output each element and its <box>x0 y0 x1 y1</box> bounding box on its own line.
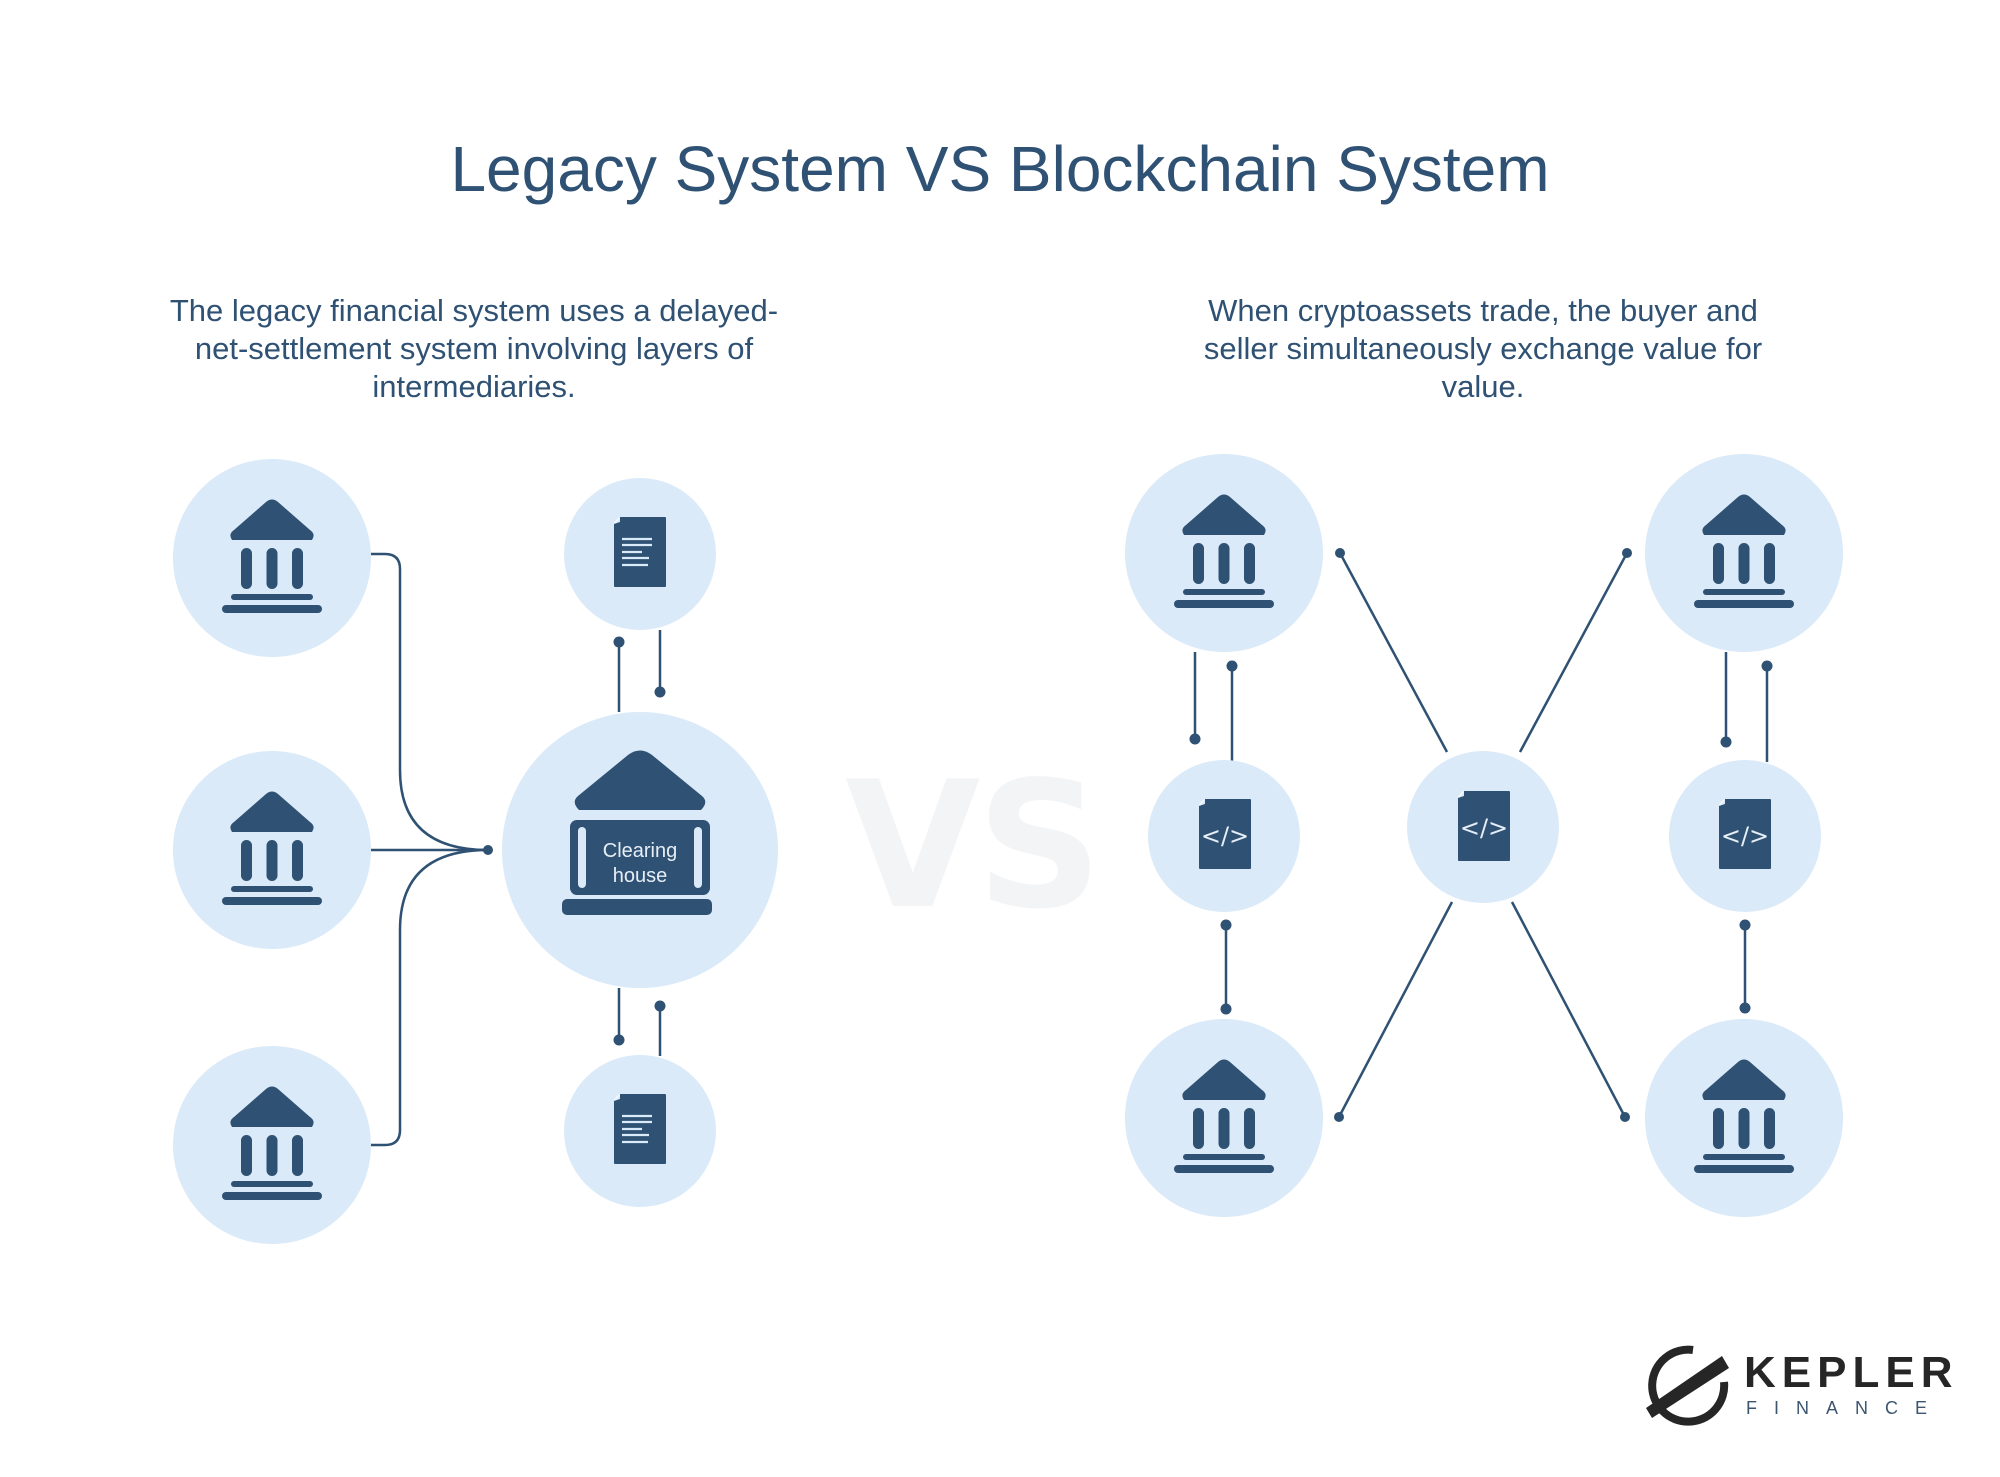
junction-dot <box>483 845 493 855</box>
blockchain-bank-node <box>1125 1019 1323 1217</box>
legacy-document-node <box>564 1055 716 1207</box>
connector-dot <box>1720 736 1732 748</box>
connector-cross-tr <box>1518 552 1629 753</box>
blockchain-description: When cryptoassets trade, the buyer and s… <box>1163 292 1803 406</box>
connector-dot <box>1220 919 1232 931</box>
connector-dot <box>1226 660 1238 672</box>
connector-dot <box>1739 1002 1751 1014</box>
smart-contract-node: </> <box>1407 751 1559 903</box>
connector-bank-3 <box>371 848 489 1147</box>
connector-dot <box>654 686 666 698</box>
vs-watermark: VS <box>845 745 1102 948</box>
legacy-bank-node <box>173 751 371 949</box>
document-lines <box>622 537 652 567</box>
legacy-connector-dots <box>483 636 666 1046</box>
connector-dot <box>1761 660 1773 672</box>
legacy-description: The legacy financial system uses a delay… <box>154 292 794 406</box>
page-title: Legacy System VS Blockchain System <box>450 133 1550 205</box>
smart-contract-node: </> <box>1148 760 1300 912</box>
logo-subtitle: FINANCE <box>1746 1398 1945 1418</box>
clearing-house-label-line: Clearing <box>603 840 677 862</box>
code-symbol: </> <box>1721 822 1769 850</box>
connector-dot <box>1620 1112 1630 1122</box>
kepler-finance-logo: KEPLER FINANCE <box>1636 1338 1952 1428</box>
smart-contract-node: </> <box>1669 760 1821 912</box>
kepler-logo-icon <box>1646 1345 1729 1426</box>
connector-dot <box>613 636 625 648</box>
connector-dot <box>1220 1003 1232 1015</box>
clearing-house-icon <box>562 750 712 915</box>
connector-dot <box>1189 733 1201 745</box>
connector-dot <box>1334 1112 1344 1122</box>
legacy-description-line: net-settlement system involving layers o… <box>194 331 754 366</box>
blockchain-description-line: value. <box>1441 369 1525 404</box>
blockchain-connector-dots <box>1189 548 1773 1122</box>
legacy-bank-node <box>173 1046 371 1244</box>
connector-cross-br <box>1510 901 1627 1118</box>
legacy-connectors <box>371 552 662 1147</box>
legacy-document-node <box>564 478 716 630</box>
code-symbol: </> <box>1460 814 1508 842</box>
blockchain-bank-node <box>1645 454 1843 652</box>
legacy-description-line: intermediaries. <box>372 369 576 404</box>
logo-name: KEPLER <box>1744 1348 1959 1397</box>
document-lines <box>622 1114 652 1144</box>
connector-dot <box>1739 919 1751 931</box>
clearing-house-node: Clearing house <box>502 712 778 988</box>
connector-dot <box>613 1034 625 1046</box>
legacy-description-line: The legacy financial system uses a delay… <box>169 293 779 328</box>
connector-dot <box>654 1000 666 1012</box>
connector-cross-tl <box>1338 552 1449 753</box>
blockchain-connectors <box>1193 552 1769 1118</box>
connector-bank-1 <box>371 552 489 852</box>
blockchain-bank-node <box>1125 454 1323 652</box>
code-symbol: </> <box>1201 822 1249 850</box>
blockchain-bank-node <box>1645 1019 1843 1217</box>
clearing-house-label-line: house <box>613 865 668 887</box>
blockchain-description-line: seller simultaneously exchange value for <box>1203 331 1763 366</box>
connector-dot <box>1335 548 1345 558</box>
legacy-bank-node <box>173 459 371 657</box>
connector-dot <box>1622 548 1632 558</box>
connector-cross-bl <box>1337 901 1454 1118</box>
blockchain-description-line: When cryptoassets trade, the buyer and <box>1208 293 1758 328</box>
